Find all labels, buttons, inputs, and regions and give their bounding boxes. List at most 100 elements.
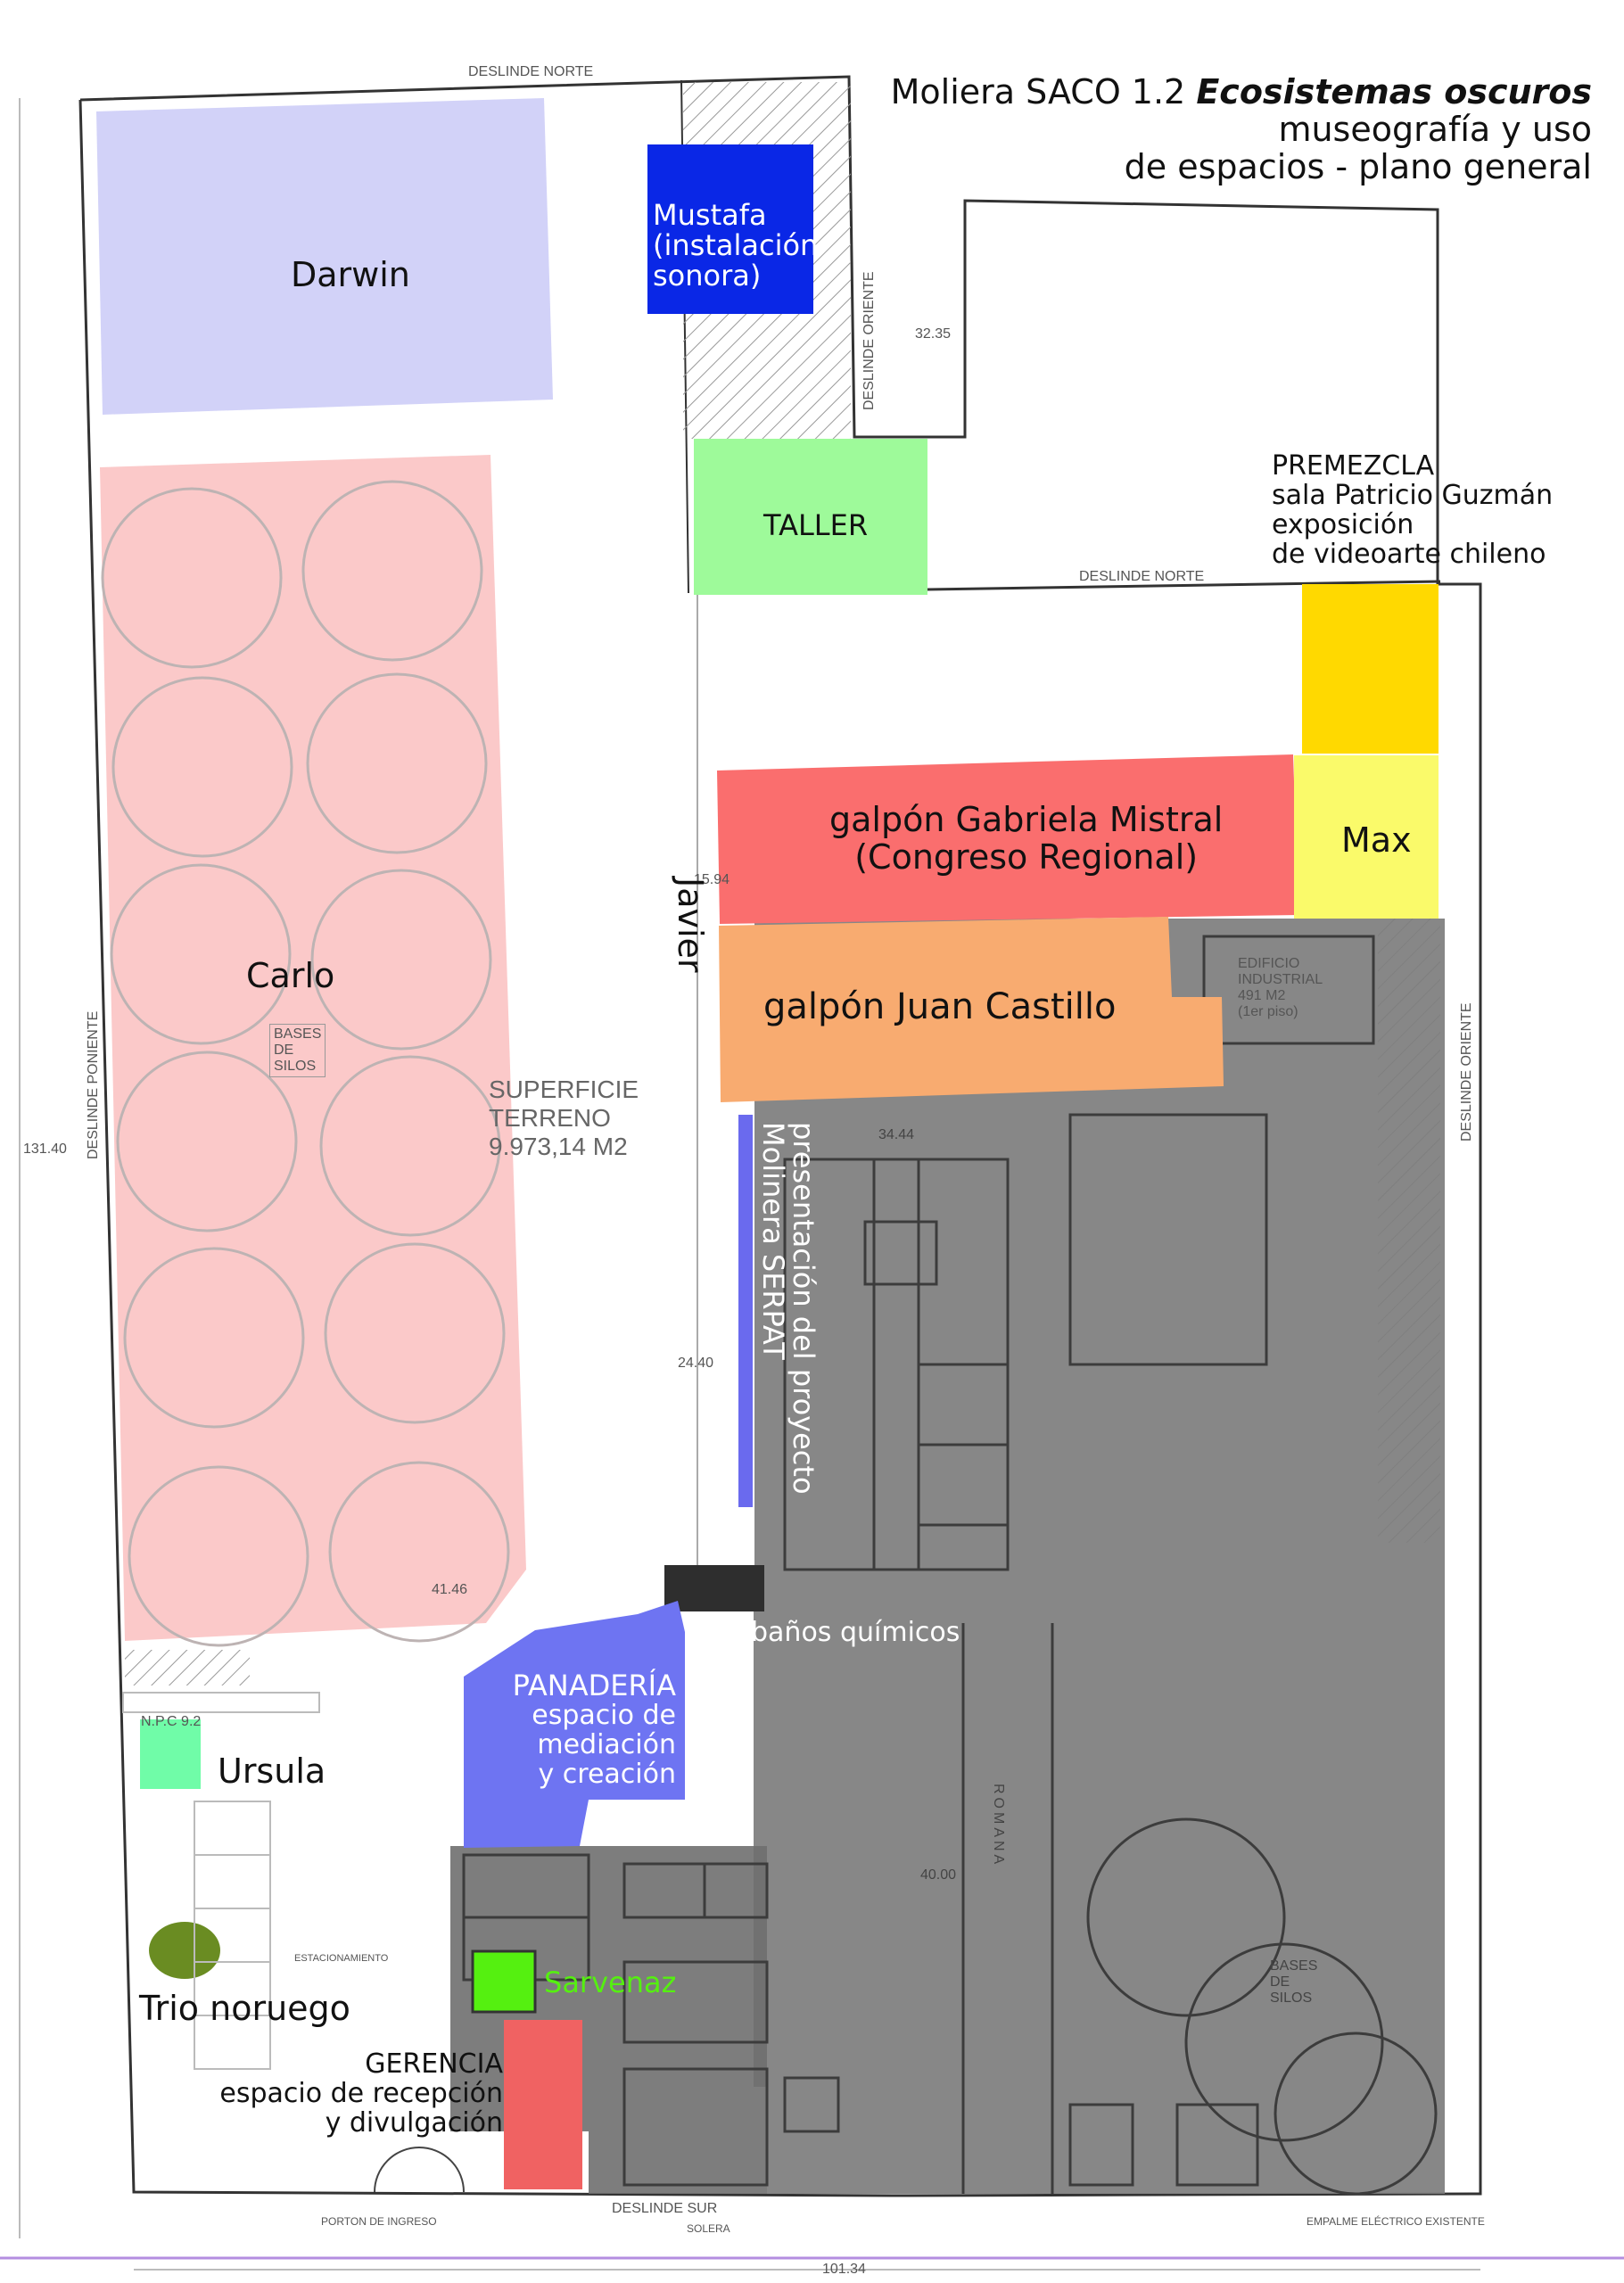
- label-dim-24-40: 24.40: [678, 1356, 714, 1371]
- label-ursula: Ursula: [218, 1751, 326, 1791]
- panaderia-line4: y creación: [538, 1759, 677, 1790]
- parking-stalls: [122, 1692, 320, 2070]
- premezcla-line1: PREMEZCLA: [1272, 450, 1435, 482]
- space-gerencia: [504, 2020, 582, 2189]
- industrial-building: [754, 919, 1445, 2194]
- label-deslinde-sur: DESLINDE SUR: [612, 2201, 718, 2216]
- label-panaderia: PANADERÍA espacio de mediación y creació…: [499, 1669, 677, 1790]
- bases2-line3: SILOS: [1270, 1990, 1313, 2006]
- space-darwin: [96, 98, 553, 415]
- superficie-line2: TERRENO: [489, 1104, 611, 1132]
- label-javier: Javier: [671, 878, 710, 973]
- premezcla-line4: de videoarte chileno: [1272, 539, 1546, 570]
- label-empalme: EMPALME ELÉCTRICO EXISTENTE: [1307, 2215, 1485, 2228]
- label-dim-15-94: 15.94: [694, 872, 730, 887]
- label-juan-castillo: galpón Juan Castillo: [763, 986, 1117, 1027]
- label-premezcla: PREMEZCLA sala Patricio Guzmán exposició…: [1272, 451, 1553, 569]
- label-mustafa: Mustafa (instalación sonora): [653, 200, 818, 291]
- label-dim-40-00: 40.00: [920, 1867, 957, 1883]
- bases-line3: SILOS: [274, 1059, 317, 1074]
- title-italic: Ecosistemas oscuros: [1196, 72, 1592, 111]
- space-carlo: [100, 455, 526, 1641]
- bases2-line2: DE: [1270, 1974, 1290, 1990]
- label-dim-41-46: 41.46: [432, 1582, 468, 1597]
- label-estacionamiento: ESTACIONAMIENTO: [294, 1953, 389, 1964]
- label-edificio: EDIFICIO INDUSTRIAL 491 M2 (1er piso): [1238, 956, 1323, 1020]
- gerencia-line3: y divulgación: [325, 2107, 503, 2139]
- panaderia-line1: PANADERÍA: [512, 1669, 676, 1702]
- label-solera: SOLERA: [687, 2222, 730, 2235]
- hatched-strip-carlo: [125, 1650, 250, 1685]
- panaderia-line3: mediación: [537, 1729, 676, 1760]
- label-darwin: Darwin: [291, 255, 410, 294]
- edificio-line2: INDUSTRIAL: [1238, 972, 1323, 987]
- label-gabriela-mistral: galpón Gabriela Mistral (Congreso Region…: [829, 801, 1223, 876]
- bases2-line1: BASES: [1270, 1958, 1318, 1974]
- space-panaderia: [464, 1601, 685, 1848]
- space-mustafa: [647, 144, 813, 314]
- label-carlo: Carlo: [246, 956, 335, 995]
- silo-bases: [101, 480, 510, 1647]
- space-trio-noruego: [149, 1922, 220, 1979]
- label-bases-silos-2: BASES DE SILOS: [1270, 1958, 1317, 2007]
- mustafa-line2: (instalación: [653, 228, 819, 262]
- label-romana: ROMANA: [991, 1784, 1006, 1868]
- gerencia-line1: GERENCIA: [365, 2048, 503, 2080]
- label-taller: TALLER: [763, 508, 869, 542]
- premezcla-line3: exposición: [1272, 509, 1414, 540]
- edificio-line4: (1er piso): [1238, 1004, 1298, 1019]
- space-presentacion: [738, 1115, 753, 1507]
- panaderia-line2: espacio de: [532, 1700, 676, 1731]
- space-gabriela-mistral: [717, 754, 1298, 924]
- gerencia-line2: espacio de recepción: [219, 2078, 503, 2109]
- gabriela-line1: galpón Gabriela Mistral: [829, 800, 1224, 839]
- map-title: Moliera SACO 1.2 Ecosistemas oscuros mus…: [891, 73, 1592, 185]
- label-porton: PORTON DE INGRESO: [321, 2215, 437, 2228]
- label-dim-131-40: 131.40: [23, 1142, 67, 1157]
- bases-line1: BASES: [274, 1026, 322, 1042]
- title-line2: museografía y uso: [1278, 110, 1592, 149]
- label-deslinde-norte-2: DESLINDE NORTE: [1079, 569, 1205, 584]
- label-deslinde-norte: DESLINDE NORTE: [468, 64, 594, 79]
- interior-walls: [462, 935, 1438, 2196]
- label-sarvenaz: Sarvenaz: [544, 1966, 677, 1999]
- mustafa-line3: sonora): [653, 259, 762, 293]
- presentacion-line2: Molinera SERPAT: [756, 1122, 790, 1360]
- title-line3: de espacios - plano general: [1124, 147, 1592, 186]
- label-banos-quimicos: baños químicos: [751, 1617, 960, 1648]
- space-sarvenaz: [471, 1949, 537, 2014]
- label-trio-noruego: Trio noruego: [139, 1989, 350, 2028]
- space-max: [1294, 755, 1439, 919]
- label-dim-34-44: 34.44: [878, 1127, 915, 1142]
- label-deslinde-oriente-2: DESLINDE ORIENTE: [1459, 1002, 1474, 1142]
- premezcla-line2: sala Patricio Guzmán: [1272, 480, 1554, 511]
- mustafa-line1: Mustafa: [653, 198, 767, 232]
- label-superficie: SUPERFICIE TERRENO 9.973,14 M2: [489, 1076, 639, 1161]
- label-gerencia: GERENCIA espacio de recepción y divulgac…: [200, 2049, 503, 2138]
- gabriela-line2: (Congreso Regional): [854, 837, 1199, 877]
- space-juan-castillo: [719, 917, 1224, 1102]
- space-ursula: [140, 1719, 201, 1789]
- space-premezcla: [1302, 584, 1439, 754]
- space-banos-quimicos: [664, 1565, 764, 1611]
- label-rotulo-92: N.P.C 9.2: [141, 1714, 202, 1729]
- edificio-line3: 491 M2: [1238, 988, 1286, 1003]
- label-deslinde-poniente: DESLINDE PONIENTE: [86, 1010, 101, 1159]
- label-max: Max: [1341, 820, 1412, 860]
- site-boundary: [78, 75, 1482, 2197]
- label-dim-32-35: 32.35: [915, 326, 952, 342]
- gate-arcs: [374, 2147, 465, 2193]
- edificio-line1: EDIFICIO: [1238, 956, 1300, 971]
- presentacion-line1: presentación del proyecto: [787, 1122, 820, 1495]
- bases-line2: DE: [274, 1043, 294, 1058]
- office-block: [450, 1846, 767, 2194]
- space-taller: [694, 439, 927, 595]
- title-prefix: Moliera SACO 1.2: [890, 72, 1186, 111]
- label-presentacion: presentación del proyecto Molinera SERPA…: [756, 1122, 820, 1495]
- superficie-line3: 9.973,14 M2: [489, 1133, 628, 1160]
- label-deslinde-oriente: DESLINDE ORIENTE: [861, 271, 877, 410]
- superficie-line1: SUPERFICIE: [489, 1076, 639, 1103]
- label-dim-101-34: 101.34: [822, 2262, 866, 2277]
- label-bases-silos: BASES DE SILOS: [269, 1024, 326, 1077]
